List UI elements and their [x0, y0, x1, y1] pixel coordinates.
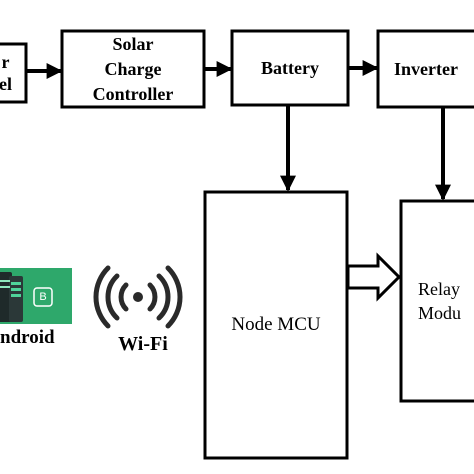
- wifi-icon: [93, 265, 183, 329]
- phone-badge-letter: B: [39, 291, 47, 303]
- arrow-node-mcu-to-relay: [346, 252, 402, 302]
- inverter-box: [376, 29, 474, 109]
- charge-controller-label: Solar Charge Controller: [92, 33, 174, 104]
- node-mcu-label: Node MCU: [231, 314, 321, 335]
- relay-module-label: Relay Modu: [418, 279, 462, 323]
- inverter-label: Inverter: [394, 58, 458, 79]
- wifi-label: Wi-Fi: [118, 332, 168, 355]
- relay-module-box: [399, 199, 474, 403]
- charge-controller-box: [60, 29, 206, 109]
- battery-label: Battery: [261, 57, 319, 78]
- solar-panel-label: r el: [0, 52, 12, 94]
- node-mcu-box: [203, 190, 349, 460]
- android-app-icon: [0, 268, 72, 324]
- android-label: ndroid: [0, 327, 55, 348]
